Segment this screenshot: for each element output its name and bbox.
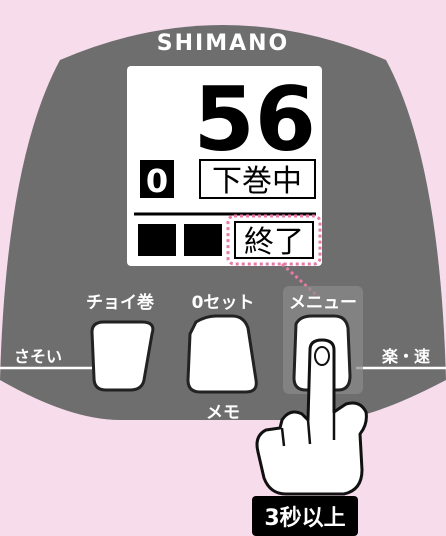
hold-time-label: 3秒以上	[264, 506, 345, 531]
status-label: 終了	[244, 225, 304, 260]
mode-label-box	[199, 159, 316, 199]
choimaki-button[interactable]	[90, 320, 155, 392]
zero-set-label: 0セット	[192, 293, 255, 313]
memo-label: メモ	[206, 403, 240, 423]
zero-set-button[interactable]	[186, 314, 258, 394]
raku-soku-label: 楽・速	[381, 347, 430, 366]
status-label-box	[234, 221, 314, 259]
small-digit: 0	[146, 162, 168, 200]
count-display: 56	[194, 68, 316, 171]
battery-block	[138, 224, 176, 256]
sasoi-label: さそい	[14, 347, 62, 366]
brand-logo: SHIMANO	[157, 31, 289, 56]
choimaki-label: チョイ巻	[86, 292, 154, 313]
pointing-hand-icon	[255, 338, 368, 496]
battery-block	[184, 224, 222, 256]
menu-label: メニュー	[289, 293, 357, 313]
small-digit-box	[140, 160, 174, 198]
hold-time-badge	[252, 496, 358, 536]
status-highlight	[226, 214, 322, 266]
mode-label: 下巻中	[212, 164, 302, 199]
